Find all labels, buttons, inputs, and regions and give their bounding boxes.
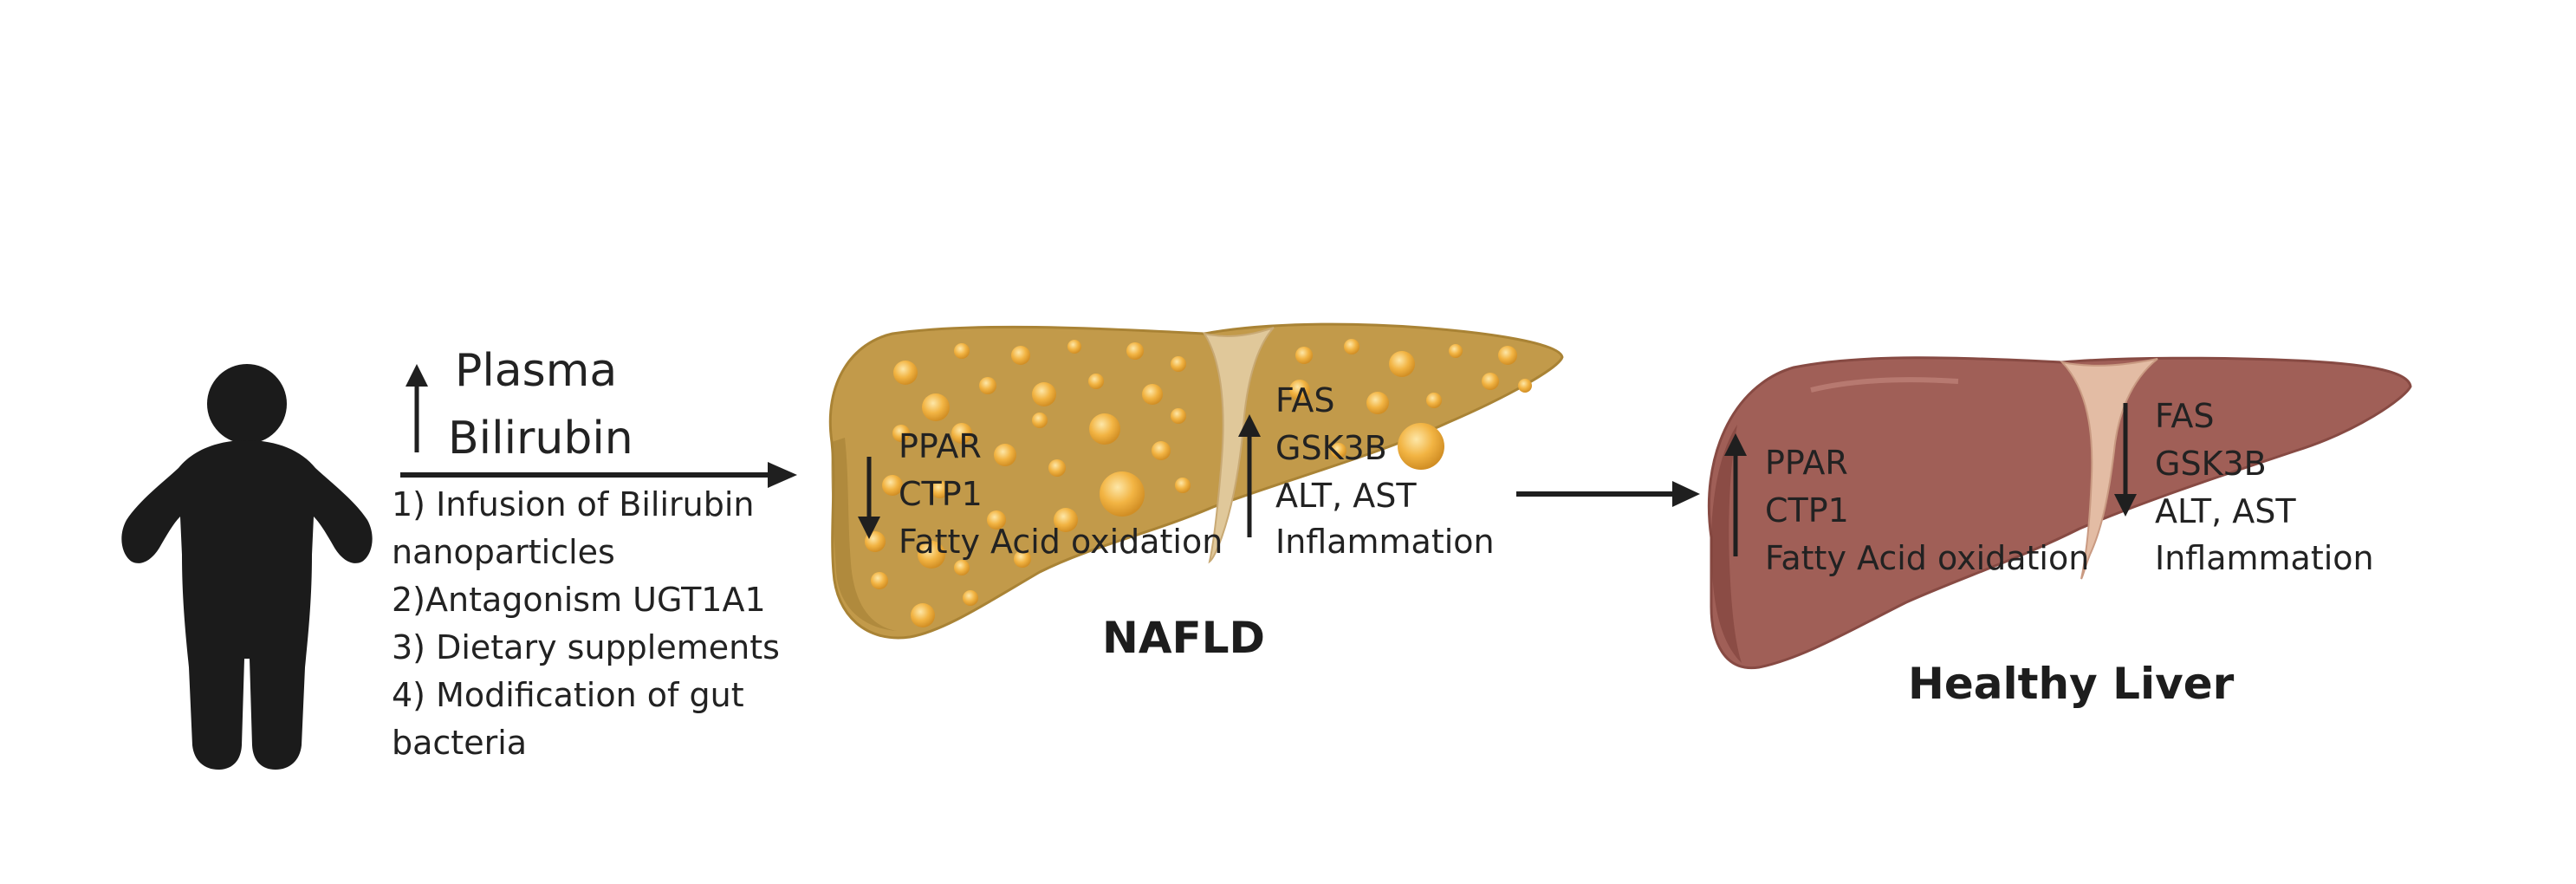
- healthy-marker-fatty-acid: Fatty Acid oxidation: [1765, 539, 2090, 577]
- up-arrow-icon: [406, 364, 428, 452]
- intervention-line: bacteria: [392, 724, 528, 762]
- healthy-marker-ppar: PPAR: [1765, 444, 1848, 482]
- intervention-line: nanoparticles: [392, 533, 615, 571]
- nafld-marker-fatty-acid: Fatty Acid oxidation: [899, 523, 1223, 561]
- intervention-line: 2)Antagonism UGT1A1: [392, 581, 766, 619]
- healthy-marker-fas: FAS: [2155, 397, 2215, 435]
- healthy-marker-gsk3b: GSK3B: [2155, 445, 2267, 483]
- down-arrow-icon: [2114, 403, 2137, 517]
- right-arrow-icon: [1516, 481, 1700, 507]
- healthy-liver-label: Healthy Liver: [1908, 659, 2235, 709]
- nafld-liver-icon: [828, 322, 1564, 640]
- bilirubin-label: Bilirubin: [448, 413, 633, 465]
- person-icon: [121, 364, 373, 770]
- intervention-line: 3) Dietary supplements: [392, 628, 780, 666]
- healthy-marker-inflammation: Inflammation: [2155, 539, 2374, 577]
- nafld-marker-ctp1: CTP1: [899, 475, 983, 513]
- healthy-marker-alt-ast: ALT, AST: [2155, 492, 2296, 530]
- nafld-label: NAFLD: [1102, 613, 1266, 663]
- up-arrow-icon: [1724, 433, 1747, 556]
- intervention-line: 1) Infusion of Bilirubin: [392, 485, 755, 523]
- right-arrow-icon: [400, 462, 797, 488]
- intervention-line: 4) Modification of gut: [392, 676, 744, 714]
- nafld-marker-alt-ast: ALT, AST: [1275, 477, 1417, 515]
- nafld-marker-fas: FAS: [1275, 381, 1335, 419]
- healthy-liver-icon: [1707, 356, 2412, 670]
- nafld-marker-ppar: PPAR: [899, 427, 982, 465]
- nafld-marker-inflammation: Inflammation: [1275, 523, 1495, 561]
- down-arrow-icon: [858, 457, 880, 539]
- nafld-marker-gsk3b: GSK3B: [1275, 429, 1387, 467]
- plasma-label: Plasma: [455, 345, 618, 397]
- up-arrow-icon: [1238, 414, 1261, 537]
- healthy-marker-ctp1: CTP1: [1765, 491, 1849, 530]
